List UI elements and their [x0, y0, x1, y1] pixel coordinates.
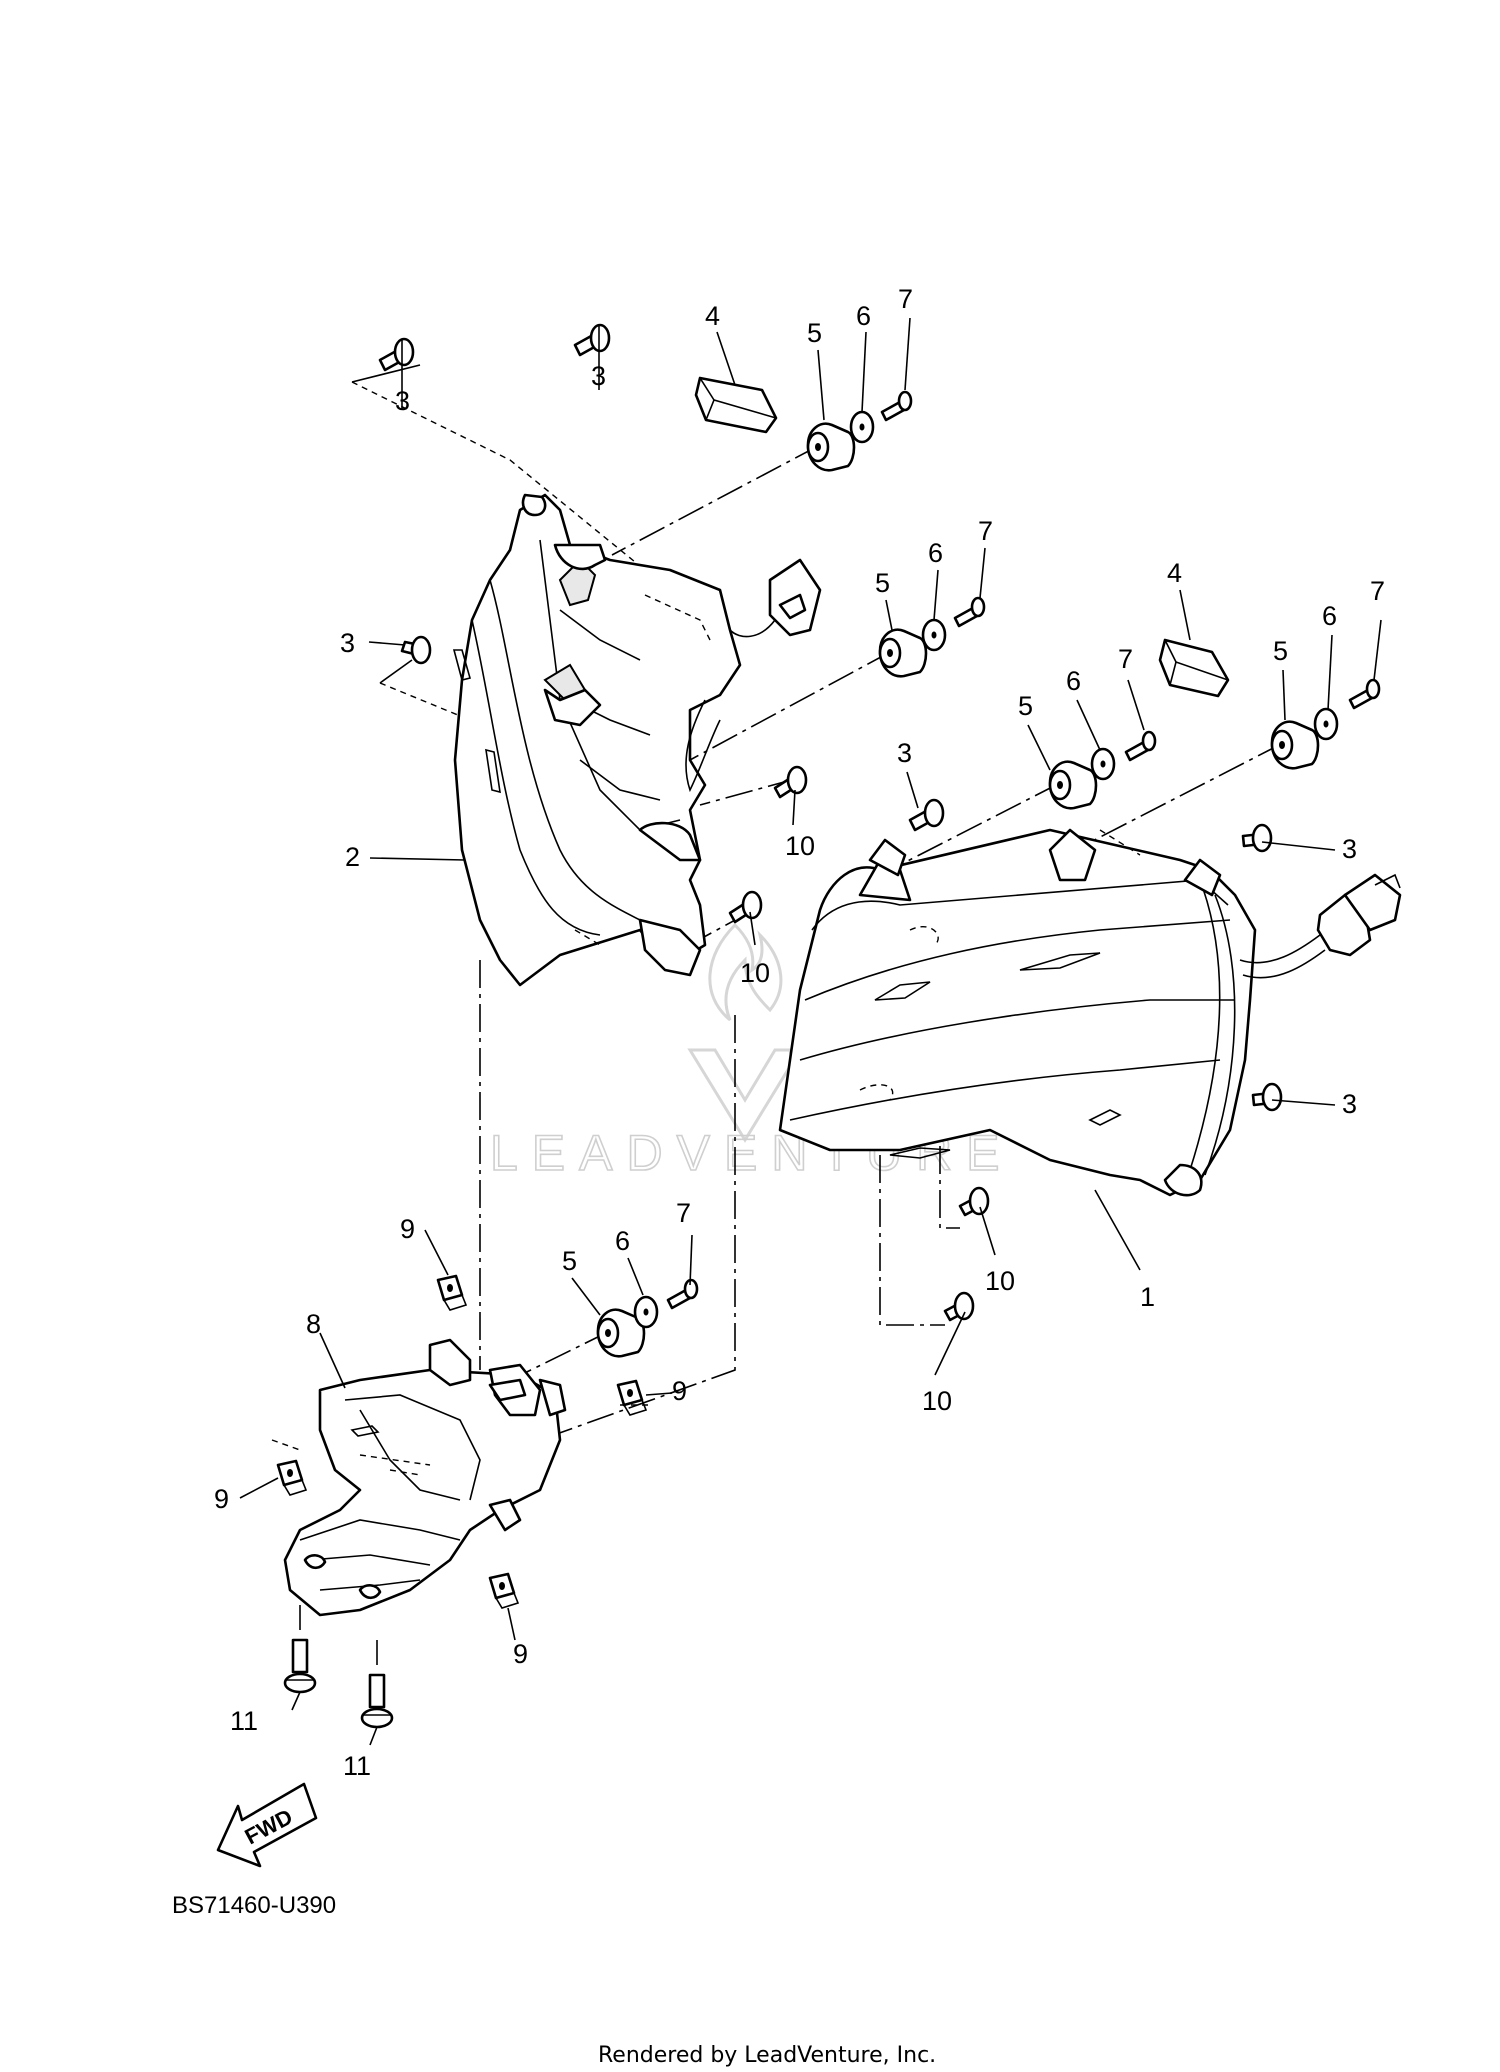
callout-5b: 5	[875, 568, 890, 598]
callout-5a: 5	[807, 318, 822, 348]
part-2-left-headlight	[452, 493, 822, 987]
callout-3f: 3	[1342, 1089, 1357, 1119]
rivet-11a-icon	[283, 1638, 317, 1694]
fwd-arrow: FWD	[216, 1782, 318, 1868]
part-8-lower-duct	[283, 1338, 567, 1617]
grommet-5e-icon	[596, 1308, 646, 1358]
screw-3f-icon	[1251, 1082, 1283, 1112]
part-1-right-headlight	[778, 828, 1402, 1197]
callout-3c: 3	[340, 628, 355, 658]
callout-5c: 5	[1273, 636, 1288, 666]
callout-11b: 11	[343, 1751, 371, 1781]
screw-7b-icon	[953, 596, 986, 628]
assembly-lines	[271, 364, 1284, 1451]
screw-3a-icon	[378, 337, 415, 372]
nut-9c-icon	[276, 1459, 308, 1496]
callout-3e: 3	[1342, 834, 1357, 864]
washer-6d-icon	[1313, 707, 1339, 741]
grommet-5d-icon	[1270, 720, 1320, 770]
screw-7c-icon	[1124, 730, 1157, 762]
callout-10b: 10	[740, 958, 770, 988]
callout-4b: 4	[1167, 558, 1182, 588]
callout-3b: 3	[591, 361, 606, 391]
callout-7d: 7	[1118, 644, 1133, 674]
callout-7a: 7	[898, 284, 913, 314]
callout-5e: 5	[562, 1246, 577, 1276]
callout-2: 2	[345, 842, 360, 872]
screw-10c-icon	[958, 1186, 990, 1217]
screw-10b-icon	[728, 890, 763, 924]
screw-3d-icon	[908, 798, 945, 832]
nut-9b-icon	[616, 1379, 648, 1416]
grommet-5b-icon	[878, 628, 928, 678]
grommet-5c-icon	[1048, 760, 1098, 810]
nut-9a-icon	[436, 1274, 468, 1311]
diagram-code: BS71460-U390	[172, 1892, 336, 1919]
callout-9a: 9	[400, 1214, 415, 1244]
callout-7e: 7	[676, 1198, 691, 1228]
callout-numbers: 7 6 5 4 3 3 3 7 6 5 4 7 6 5 7 6 5 3 3 3 …	[214, 284, 1385, 1781]
callout-11a: 11	[230, 1706, 258, 1736]
washer-6e-icon	[633, 1295, 659, 1329]
washer-6c-icon	[1090, 747, 1116, 781]
screw-7e-icon	[666, 1278, 699, 1310]
cushion-4a-icon	[694, 376, 778, 434]
callout-6b: 6	[928, 538, 943, 568]
callout-1: 1	[1140, 1282, 1155, 1312]
callout-4a: 4	[705, 301, 720, 331]
callout-7c: 7	[1370, 576, 1385, 606]
callout-9c: 9	[214, 1484, 229, 1514]
screw-3b-icon	[573, 323, 611, 357]
cushion-4b-icon	[1158, 638, 1230, 698]
callout-8: 8	[306, 1309, 321, 1339]
screw-10a-icon	[773, 765, 808, 799]
callout-6c: 6	[1322, 601, 1337, 631]
screw-3e-icon	[1241, 823, 1273, 853]
screw-7a-icon	[880, 390, 913, 422]
leader-lines	[239, 317, 1382, 1746]
rivet-11b-icon	[360, 1673, 394, 1729]
washer-6a-icon	[849, 410, 875, 444]
callout-6e: 6	[615, 1226, 630, 1256]
grommet-5a-icon	[806, 422, 856, 472]
callout-9b: 9	[672, 1376, 687, 1406]
nut-9d-icon	[488, 1572, 520, 1609]
callout-9d: 9	[513, 1639, 528, 1669]
callout-5d: 5	[1018, 691, 1033, 721]
callout-7b: 7	[978, 516, 993, 546]
callout-3a: 3	[395, 386, 410, 416]
fasteners	[276, 323, 1381, 1729]
callout-10d: 10	[922, 1386, 952, 1416]
callout-10a: 10	[785, 831, 815, 861]
screw-7d-icon	[1348, 678, 1381, 710]
callout-6a: 6	[856, 301, 871, 331]
callout-3d: 3	[897, 738, 912, 768]
callout-10c: 10	[985, 1266, 1015, 1296]
footer-text: Rendered by LeadVenture, Inc.	[598, 2043, 936, 2068]
fwd-arrow-icon	[216, 1782, 318, 1868]
washer-6b-icon	[921, 618, 947, 652]
callout-6d: 6	[1066, 666, 1081, 696]
screw-3c-icon	[400, 635, 432, 665]
screw-10d-icon	[943, 1291, 975, 1322]
